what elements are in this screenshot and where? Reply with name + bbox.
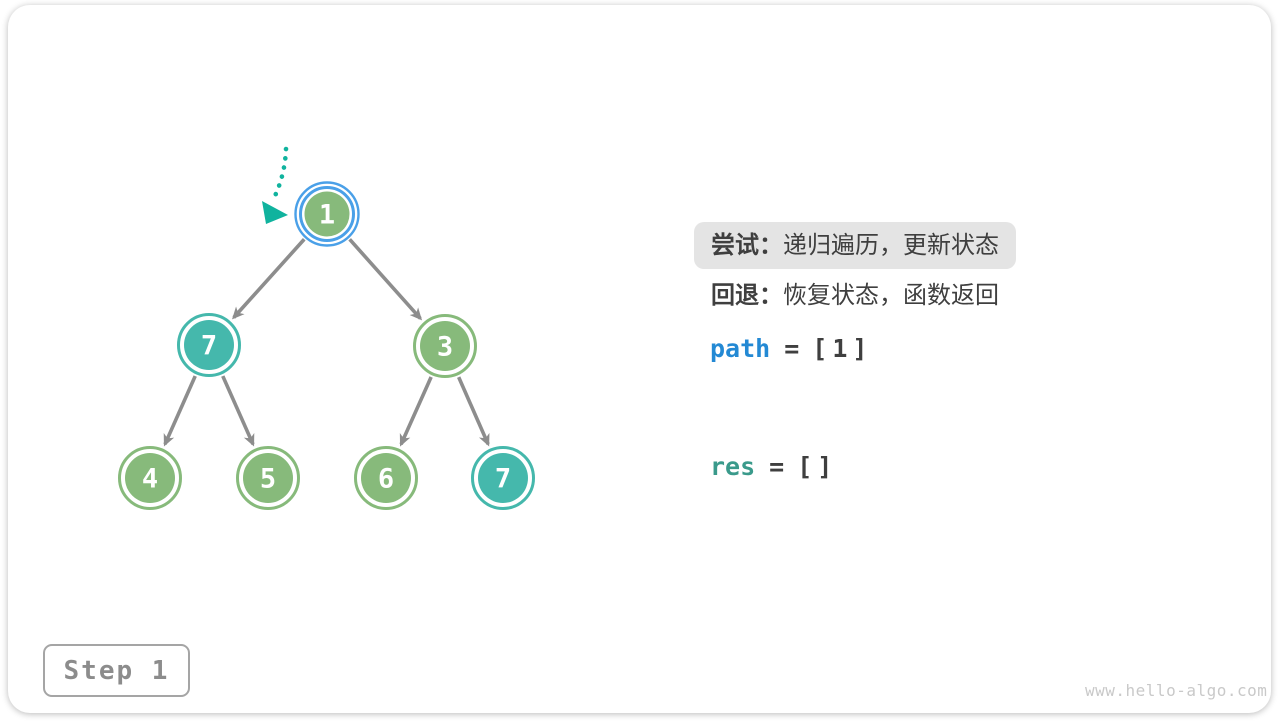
- tree-edge: [348, 238, 423, 321]
- tree-edge: [457, 376, 490, 447]
- current-node-pointer: [262, 146, 289, 224]
- tree-node-label: 7: [495, 464, 511, 495]
- res-variable-value: []: [797, 452, 838, 481]
- tree-node-7: 7: [471, 446, 535, 510]
- backtrack-annotation: 回退：恢复状态，函数返回: [711, 281, 999, 310]
- try-annotation: 尝试：递归遍历，更新状态: [694, 222, 1016, 269]
- tree-edges: [163, 238, 490, 447]
- tree-node-1-current: 1: [294, 181, 360, 247]
- tree-node-6: 6: [354, 446, 418, 510]
- try-text: 递归遍历，更新状态: [783, 231, 999, 259]
- tree-edge: [163, 375, 197, 447]
- path-variable-value: [1]: [812, 334, 873, 363]
- path-variable-line: path = [1]: [710, 334, 872, 363]
- backtrack-text: 恢复状态，函数返回: [783, 281, 999, 309]
- watermark: www.hello-algo.com: [1085, 681, 1268, 700]
- backtrack-label: 回退：: [711, 281, 783, 309]
- res-variable-line: res = []: [710, 452, 837, 481]
- figure-card: 1 7 3 4 5 6 7 尝试：递归遍历，更新状态 回退：恢复状态，函数返回 path = […: [8, 5, 1271, 713]
- tree-nodes: 1 7 3 4 5 6 7: [118, 181, 535, 510]
- tree-node-label: 6: [378, 464, 394, 495]
- res-equals-sign: =: [769, 452, 785, 481]
- tree-node-4: 4: [118, 446, 182, 510]
- step-badge: Step 1: [43, 644, 190, 697]
- tree-edge: [221, 375, 255, 447]
- tree-edge: [399, 376, 433, 447]
- tree-node-label: 3: [437, 332, 453, 363]
- tree-node-label: 4: [142, 464, 158, 495]
- path-variable-name: path: [710, 334, 771, 363]
- try-label: 尝试：: [711, 231, 783, 259]
- tree-node-label: 1: [319, 200, 335, 231]
- tree-node-label: 7: [201, 331, 217, 362]
- tree-node-7: 7: [177, 313, 241, 377]
- pointer-arrowhead-icon: [262, 201, 288, 224]
- tree-node-3: 3: [413, 314, 477, 378]
- path-equals-sign: =: [784, 334, 800, 363]
- pointer-dotted-path: [269, 146, 289, 205]
- res-variable-name: res: [710, 452, 756, 481]
- tree-edge: [232, 238, 306, 320]
- binary-tree-diagram: 1 7 3 4 5 6 7: [118, 146, 535, 510]
- tree-node-label: 5: [260, 464, 276, 495]
- tree-node-5: 5: [236, 446, 300, 510]
